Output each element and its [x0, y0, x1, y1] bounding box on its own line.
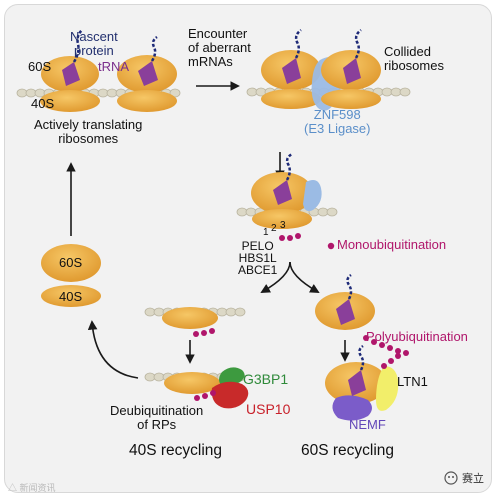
polyubiquitination-label: Polyubiquitination: [366, 329, 468, 344]
ribosome-40s-deubiquitinating: [164, 367, 249, 409]
label-40s-top: 40S: [31, 96, 55, 111]
ribosome-collided-leading: [261, 28, 321, 109]
ribosome-60s-ltn1-nemf: [325, 344, 401, 421]
arrow-to-60s-branch: [289, 261, 320, 293]
nascent-protein-label: Nascent protein: [70, 29, 118, 58]
ltn1-label: LTN1: [397, 374, 428, 389]
ub-site-2: 2: [271, 223, 277, 234]
nemf-shape: [332, 395, 372, 421]
usp10-label: USP10: [246, 401, 291, 417]
watermark: △ 新闻资讯: [8, 483, 56, 493]
ub-site-1: 1: [263, 227, 269, 238]
ribosome-40s-ubiquitinated: [162, 307, 218, 337]
arrow-40s-return: [87, 320, 139, 379]
polyubiquitin-chain: [363, 335, 409, 356]
g3bp1-label: G3BP1: [243, 371, 289, 387]
free-60s-label: 60S: [59, 255, 83, 270]
usp10-shape: [211, 381, 249, 409]
trna-label: tRNA: [98, 59, 130, 74]
ribosome-collided-stalled: [321, 28, 381, 109]
collided-label: Collided ribosomes: [384, 44, 444, 73]
encounter-label: Encounter of aberrant mRNAs: [188, 26, 251, 69]
nemf-label: NEMF: [349, 417, 386, 432]
recycling-40s-title: 40S recycling: [129, 442, 223, 459]
ribosome-translating-1: [40, 29, 100, 112]
logo-text: 赛立: [462, 473, 484, 485]
monoubiquitination-label: Monoubiquitination: [337, 237, 447, 252]
ribosome-ubiquitinated: [251, 152, 322, 241]
free-40s-label: 40S: [59, 289, 83, 304]
ub-site-3: 3: [280, 220, 286, 231]
deubiquitination-label: Deubiquitination of RPs: [110, 403, 204, 432]
label-60s-top: 60S: [28, 59, 52, 74]
brand-logo: 赛立: [444, 470, 484, 486]
ltn1-shape: [376, 366, 399, 411]
free-40s-subunit: [41, 285, 101, 307]
g3bp1-shape: [219, 367, 245, 387]
znf598-label: ZNF598 (E3 Ligase): [304, 107, 371, 136]
ribosome-translating-2: [117, 35, 177, 112]
actively-translating-label: Actively translating ribosomes: [34, 117, 143, 146]
ribosome-60s-branch: [315, 273, 375, 330]
wechat-icon: [444, 471, 458, 485]
rescue-factors-label: PELO HBS1L ABCE1: [238, 239, 278, 277]
monoubiquitin-dots: [327, 242, 335, 250]
recycling-60s-title: 60S recycling: [301, 442, 395, 459]
free-60s-subunit: [41, 244, 101, 282]
